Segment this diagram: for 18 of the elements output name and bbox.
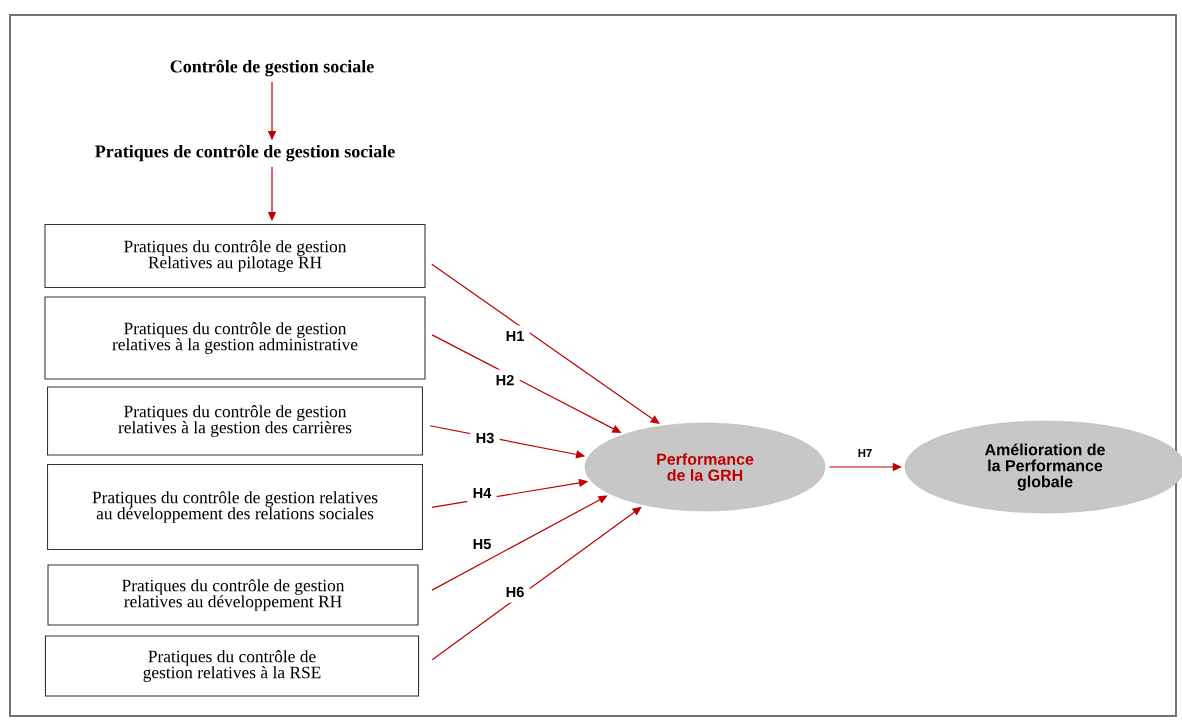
edge-label: H5 xyxy=(467,533,497,555)
edge-label: H1 xyxy=(500,325,530,347)
practice-box: Pratiques du contrôle de gestion relatives au développement des relations sociales xyxy=(47,463,423,551)
edge-label: H2 xyxy=(490,369,520,391)
edge-label: H6 xyxy=(500,581,530,603)
heading-text: Contrôle de gestion sociale xyxy=(170,59,374,77)
practice-box: Pratiques du contrôle de gestion relatives à la RSE xyxy=(44,635,420,697)
practice-box: Pratiques du contrôle de gestion relatives à la gestion administrative xyxy=(44,296,426,380)
practice-box: Pratiques du contrôle de gestion relatives au développement RH xyxy=(47,564,419,626)
heading-text: Pratiques de contrôle de gestion sociale xyxy=(95,144,395,162)
practice-box: Pratiques du contrôle de gestion Relatives au pilotage RH xyxy=(44,224,426,288)
edge-label: H7 xyxy=(852,443,878,463)
oval-node: Performance de la GRH xyxy=(584,422,826,512)
edge-label: H3 xyxy=(470,427,500,449)
practice-box: Pratiques du contrôle de gestion relatives à la gestion des carrières xyxy=(47,386,423,456)
arrow xyxy=(431,495,608,591)
oval-node: Amélioration de la Performance globale xyxy=(904,420,1182,514)
edge-label: H4 xyxy=(467,482,497,504)
